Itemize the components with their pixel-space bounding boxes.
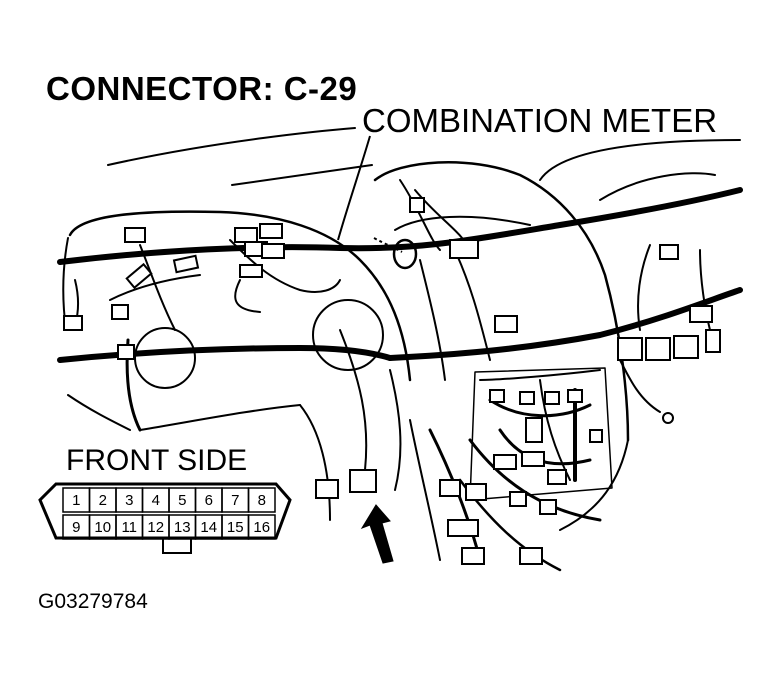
connector-pin-label: 6	[205, 492, 213, 509]
connector-pin-label: 15	[227, 519, 244, 536]
connector-pin-label: 7	[231, 492, 239, 509]
connector-pin-label: 8	[258, 492, 266, 509]
front-side-label: FRONT SIDE	[66, 444, 248, 477]
connector-title: CONNECTOR: C-29	[46, 70, 358, 107]
connector-pin-label: 13	[174, 519, 191, 536]
connector-pin-label: 16	[253, 519, 270, 536]
connector-pin-label: 11	[121, 519, 137, 536]
combination-meter-label: COMBINATION METER	[362, 102, 718, 139]
connector-pin-cell	[247, 514, 276, 540]
connector-pin-label: 12	[147, 519, 164, 536]
connector-pin-label: 1	[72, 492, 80, 509]
connector-pin-label: 10	[94, 519, 111, 536]
connector-pin-label: 14	[200, 519, 217, 536]
figure-id: G03279784	[38, 590, 148, 613]
connector-pin-label: 4	[152, 492, 160, 509]
connector-pin-label: 2	[99, 492, 107, 509]
connector-pin-label: 9	[72, 519, 80, 536]
connector-pin-label: 3	[125, 492, 133, 509]
connector-pin-label: 5	[178, 492, 186, 509]
connector-pin-cell	[247, 487, 276, 513]
